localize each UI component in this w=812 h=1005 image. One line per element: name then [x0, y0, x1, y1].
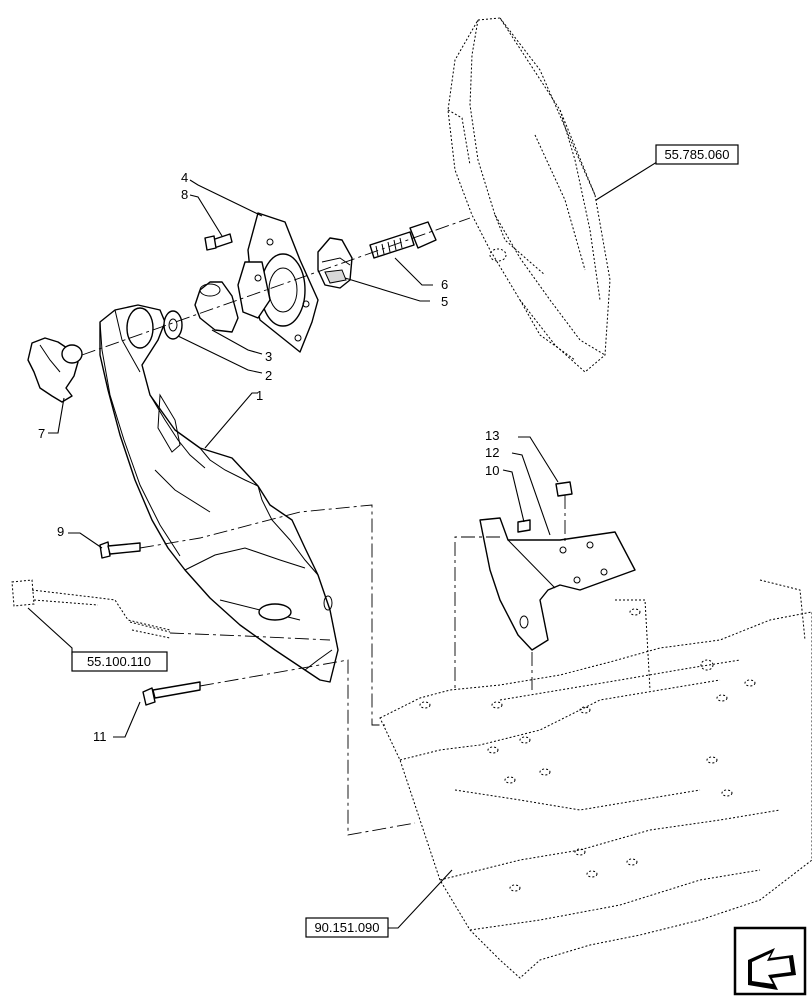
- ref-box-harness[interactable]: 55.100.110: [71, 651, 168, 672]
- frame-ghost: [379, 579, 812, 979]
- display-monitor-ghost: [447, 17, 611, 373]
- star-knob: [27, 337, 83, 403]
- callout-13: 13: [485, 428, 499, 443]
- callout-8: 8: [181, 187, 188, 202]
- cup-bushing: [194, 281, 239, 333]
- callout-numbers: 1 2 3 4 5 6 7 8 9 10 11 12 13: [38, 170, 499, 744]
- callout-7: 7: [38, 426, 45, 441]
- callout-10: 10: [485, 463, 499, 478]
- ref-label-frame: 90.151.090: [314, 920, 379, 935]
- callout-1: 1: [256, 388, 263, 403]
- alignment-lines: [81, 217, 566, 836]
- callout-9: 9: [57, 524, 64, 539]
- frame-bosses: [419, 608, 756, 892]
- callout-5: 5: [441, 294, 448, 309]
- ref-box-display[interactable]: 55.785.060: [655, 144, 739, 165]
- washer: [163, 310, 183, 340]
- arrow-return-icon[interactable]: [733, 926, 807, 996]
- callout-4: 4: [181, 170, 188, 185]
- screw-9: [99, 541, 141, 559]
- ref-label-display: 55.785.060: [664, 147, 729, 162]
- small-screw-8: [204, 233, 233, 251]
- mounting-arm: [99, 304, 339, 683]
- callout-12: 12: [485, 445, 499, 460]
- ball-clamp: [317, 237, 353, 289]
- callout-2: 2: [265, 368, 272, 383]
- side-bracket: [479, 481, 636, 651]
- ref-box-frame[interactable]: 90.151.090: [305, 917, 389, 938]
- harness-ghost: [11, 579, 171, 639]
- ref-label-harness: 55.100.110: [87, 654, 151, 669]
- long-screw-11: [142, 681, 201, 706]
- callout-3: 3: [265, 349, 272, 364]
- callout-11: 11: [93, 729, 107, 744]
- mounting-plate: [237, 212, 319, 353]
- hex-bolt: [369, 221, 437, 259]
- callout-6: 6: [441, 277, 448, 292]
